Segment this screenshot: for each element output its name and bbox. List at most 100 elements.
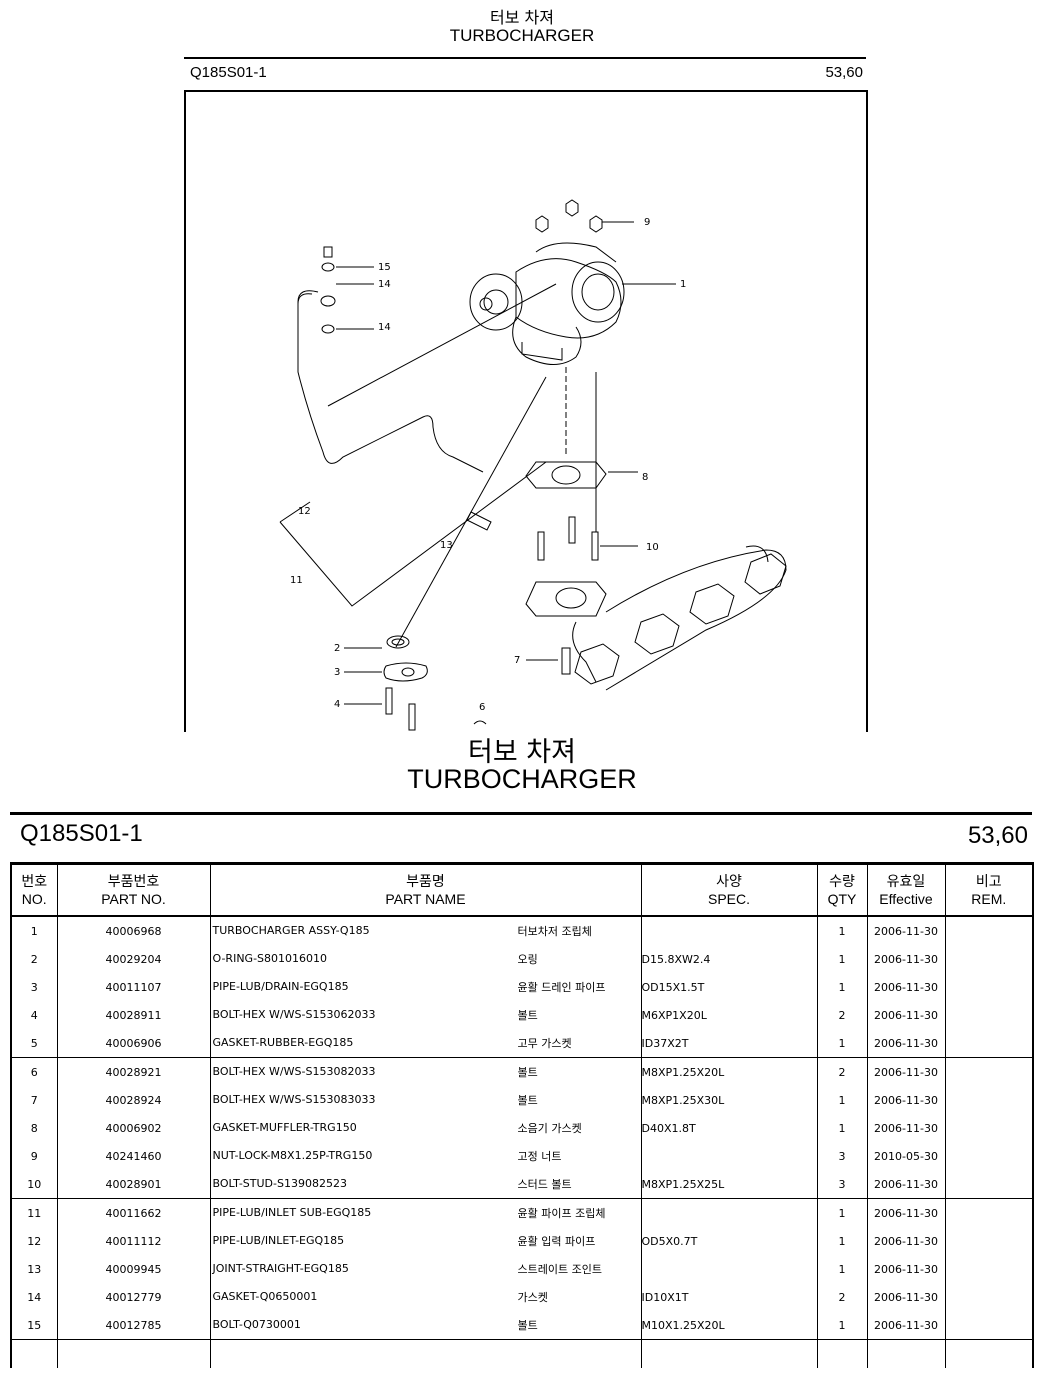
callout-3: 3 <box>334 667 340 678</box>
cell-part-no: 40006968 <box>56 916 211 945</box>
part-name-english: TURBOCHARGER ASSY-Q185 <box>212 924 370 937</box>
callout-2: 2 <box>334 643 340 654</box>
callout-labels: 1 2 3 4 6 7 8 9 10 11 12 13 14 14 15 <box>290 217 686 713</box>
cell-part-no: 40011662 <box>56 1198 211 1227</box>
cell-spec: D40X1.8T <box>640 1114 818 1142</box>
cell-spec <box>640 1142 818 1170</box>
cell-qty: 2 <box>816 1283 868 1311</box>
part-name-korean: 가스켓 <box>517 1291 548 1304</box>
cell-effective: 2006-11-30 <box>866 1086 946 1114</box>
cell-qty: 2 <box>816 1057 868 1086</box>
empty-cell <box>56 1339 211 1368</box>
part-name-korean: 고정 너트 <box>517 1150 562 1163</box>
cell-spec: OD5X0.7T <box>640 1227 818 1255</box>
callout-1: 1 <box>680 279 686 290</box>
part-name-english: GASKET-Q0650001 <box>212 1290 318 1303</box>
cell-rem <box>944 1227 1034 1255</box>
cell-no: 6 <box>10 1057 58 1086</box>
part-name-korean: 볼트 <box>517 1094 538 1107</box>
cell-spec: D15.8XW2.4 <box>640 945 818 973</box>
cell-no: 11 <box>10 1198 58 1227</box>
top-title-english: TURBOCHARGER <box>449 26 595 45</box>
page-number: 53,60 <box>967 822 1028 849</box>
cell-part-no: 40241460 <box>56 1142 211 1170</box>
callout-9: 9 <box>644 217 650 228</box>
cell-part-no: 40006902 <box>56 1114 211 1142</box>
cell-no: 4 <box>10 1001 58 1029</box>
cell-effective: 2006-11-30 <box>866 1001 946 1029</box>
part-name-english: BOLT-Q0730001 <box>212 1318 301 1331</box>
cell-spec: M8XP1.25X30L <box>640 1086 818 1114</box>
top-divider <box>184 57 866 59</box>
cell-qty: 1 <box>816 1029 868 1058</box>
title-korean: 터보 차져 <box>468 737 576 768</box>
cell-rem <box>944 1029 1034 1058</box>
cell-rem <box>944 1057 1034 1086</box>
cell-part-no: 40011107 <box>56 973 211 1001</box>
part-name-english: BOLT-HEX W/WS-S153062033 <box>212 1008 376 1021</box>
cell-no: 5 <box>10 1029 58 1058</box>
top-title-korean: 터보 차져 <box>490 8 554 27</box>
cell-effective: 2010-05-30 <box>866 1142 946 1170</box>
cell-part-no: 40009945 <box>56 1255 211 1283</box>
cell-spec: ID10X1T <box>640 1283 818 1311</box>
cell-spec <box>640 1198 818 1227</box>
part-name-korean: 스터드 볼트 <box>517 1178 572 1191</box>
empty-cell <box>10 1339 58 1368</box>
cell-no: 9 <box>10 1142 58 1170</box>
cell-spec: M8XP1.25X25L <box>640 1170 818 1199</box>
cell-rem <box>944 1311 1034 1340</box>
turbocharger-diagram-svg: 1 2 3 4 6 7 8 9 10 11 12 13 14 14 15 <box>279 199 787 731</box>
cell-no: 14 <box>10 1283 58 1311</box>
cell-qty: 1 <box>816 973 868 1001</box>
cell-qty: 1 <box>816 1198 868 1227</box>
part-name-english: PIPE-LUB/INLET-EGQ185 <box>212 1234 345 1247</box>
callout-14-upper: 14 <box>378 279 391 290</box>
oil-inlet-pipe <box>297 246 557 531</box>
callout-8: 8 <box>642 472 648 483</box>
cell-effective: 2006-11-30 <box>866 973 946 1001</box>
cell-effective: 2006-11-30 <box>866 916 946 945</box>
cell-part-no: 40029204 <box>56 945 211 973</box>
part-name-korean: 오링 <box>517 953 538 966</box>
muffler-gasket <box>525 461 638 489</box>
part-name-korean: 윤활 드레인 파이프 <box>517 981 606 994</box>
part-name-english: BOLT-HEX W/WS-S153082033 <box>212 1065 376 1078</box>
cell-part-no: 40006906 <box>56 1029 211 1058</box>
cell-effective: 2006-11-30 <box>866 1255 946 1283</box>
cell-effective: 2006-11-30 <box>866 1029 946 1058</box>
part-name-english: BOLT-HEX W/WS-S153083033 <box>212 1093 376 1106</box>
part-name-korean: 소음기 가스켓 <box>517 1122 582 1135</box>
callout-14-lower: 14 <box>378 322 391 333</box>
cell-part-no: 40028901 <box>56 1170 211 1199</box>
table-filler-row <box>10 1339 1034 1368</box>
part-name-korean: 고무 가스켓 <box>517 1037 572 1050</box>
part-name-korean: 터보차저 조립체 <box>517 925 592 938</box>
empty-cell <box>209 1339 642 1368</box>
part-name-english: GASKET-MUFFLER-TRG150 <box>212 1121 357 1134</box>
cell-no: 10 <box>10 1170 58 1199</box>
cell-qty: 1 <box>816 945 868 973</box>
cell-no: 13 <box>10 1255 58 1283</box>
cell-effective: 2006-11-30 <box>866 1057 946 1086</box>
cell-rem <box>944 1198 1034 1227</box>
cell-spec: M10X1.25X20L <box>640 1311 818 1340</box>
cell-part-name: GASKET-Q0650001 가스켓 <box>209 1283 642 1311</box>
cell-rem <box>944 916 1034 945</box>
cell-rem <box>944 1114 1034 1142</box>
cell-qty: 1 <box>816 1086 868 1114</box>
